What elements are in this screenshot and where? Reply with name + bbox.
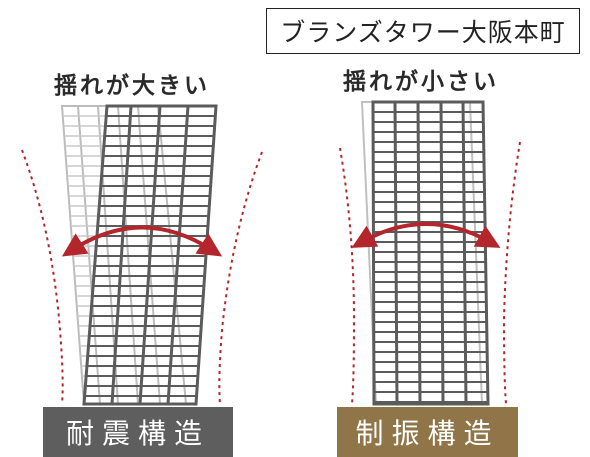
sway-arrow-right [351, 222, 501, 248]
seismic-building-illustration [21, 104, 263, 406]
sway-curve-right-far [502, 141, 521, 405]
label-damping-structure: 制振構造 [337, 407, 518, 457]
floor-lines-right [373, 111, 488, 403]
caption-large-sway: 揺れが大きい [54, 73, 210, 99]
sway-curve-right-inner [339, 147, 356, 405]
building-name-title: ブランズタワー大阪本町 [266, 8, 580, 54]
sway-curve-left-outer [21, 149, 64, 405]
label-seismic-structure: 耐震構造 [43, 407, 233, 457]
sway-arrow-left [61, 225, 223, 257]
damping-building-illustration [339, 100, 521, 406]
sway-curve-right-outer [218, 151, 263, 405]
caption-small-sway: 揺れが小さい [343, 69, 499, 95]
